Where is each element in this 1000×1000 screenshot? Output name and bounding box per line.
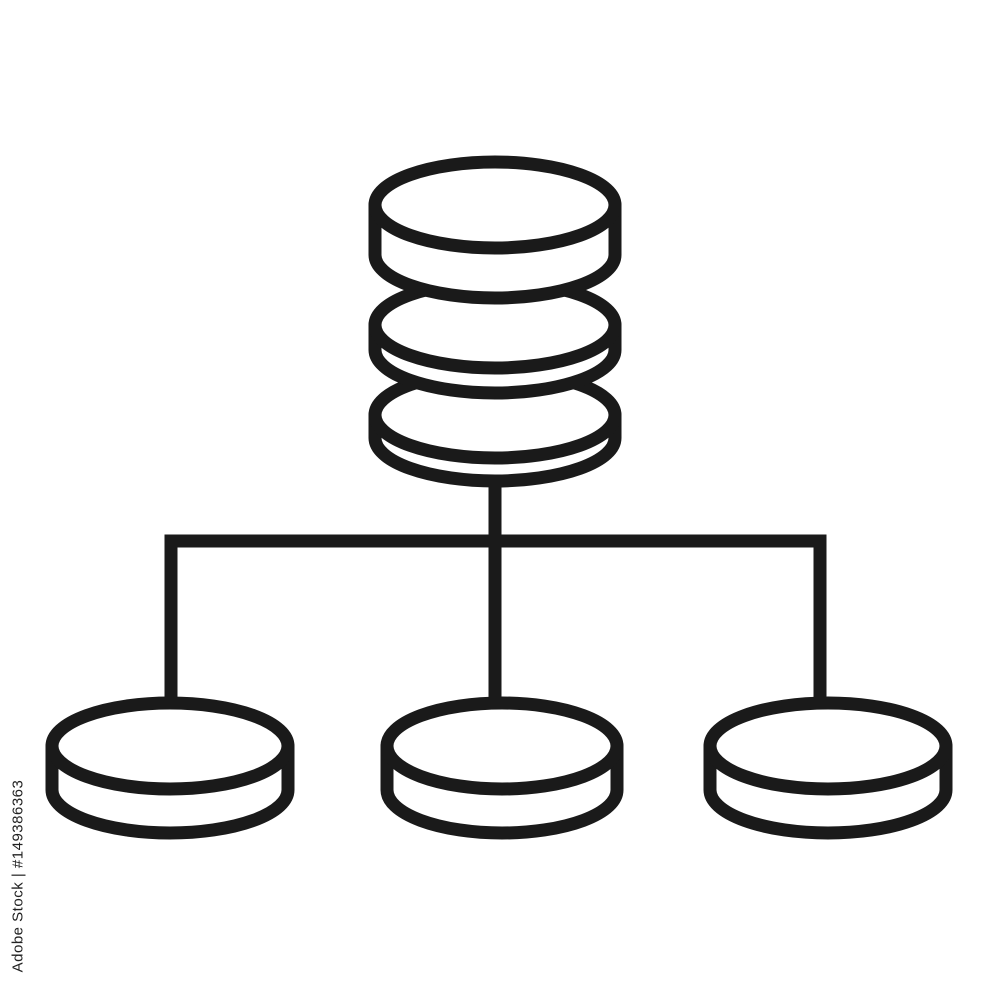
disk-center-icon [380, 696, 624, 840]
stock-id-watermark: Adobe Stock | #149386363 [6, 752, 30, 1000]
disk-left-icon [45, 696, 295, 840]
stock-id-text: Adobe Stock | #149386363 [9, 779, 27, 973]
connector-lines [164, 486, 827, 700]
disk-right-icon [703, 696, 953, 840]
database-disk-top [368, 155, 622, 305]
database-stack-icon [368, 155, 622, 488]
